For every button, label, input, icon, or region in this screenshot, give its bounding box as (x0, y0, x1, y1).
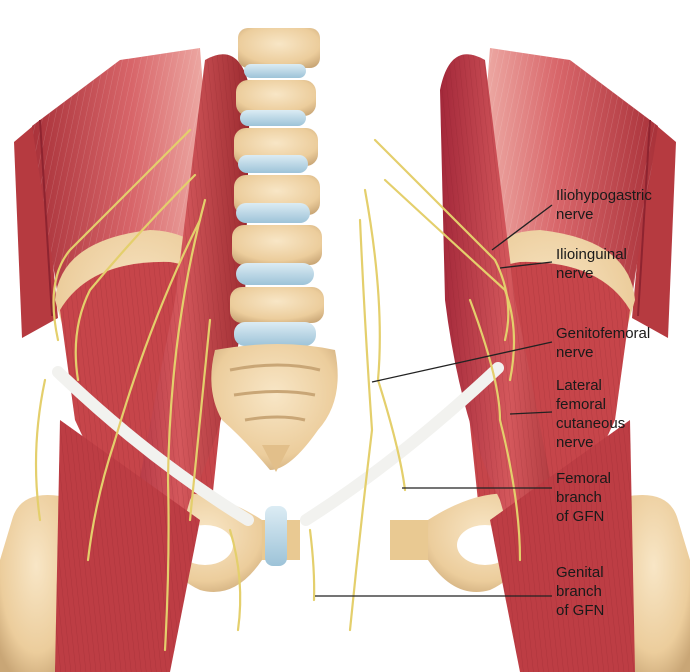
leader-genitofemoral (371, 341, 553, 383)
leader-ilioinguinal (499, 261, 553, 269)
left-femur (0, 495, 73, 672)
lumbar-spine (230, 28, 324, 346)
label-line: femoral (556, 396, 607, 413)
label-line: branch (556, 583, 602, 600)
label-line: of GFN (556, 602, 605, 619)
right-inguinal-ligament (300, 362, 504, 526)
label-line: of GFN (556, 508, 605, 525)
nerves (34, 128, 522, 652)
label-line: Lateral (556, 377, 602, 394)
label-ilioinguinal-nerve: Ilioinguinal nerve (556, 245, 627, 283)
label-genital-branch-of-gfn: Genital branch of GFN (556, 563, 604, 620)
sacrum (211, 344, 338, 472)
leader-lines (315, 204, 553, 597)
leader-iliohypogastric (491, 204, 553, 251)
pelvic-floor-bones (150, 493, 540, 592)
label-genitofemoral-nerve: Genitofemoral nerve (556, 324, 650, 362)
label-line: Ilioinguinal (556, 246, 627, 263)
label-line: nerve (556, 434, 594, 451)
label-line: Iliohypogastric (556, 187, 652, 204)
left-inguinal-ligament (52, 366, 254, 526)
label-line: nerve (556, 344, 594, 361)
label-line: nerve (556, 265, 594, 282)
label-line: nerve (556, 206, 594, 223)
label-line: Femoral (556, 470, 612, 487)
label-line: cutaneous (556, 415, 626, 432)
label-lateral-femoral-cutaneous-nerve: Lateral femoral cutaneous nerve (556, 376, 625, 452)
label-femoral-branch-of-gfn: Femoral branch of GFN (556, 469, 611, 526)
leader-lateral-femoral-cutaneous (509, 411, 553, 415)
right-femur (617, 495, 690, 672)
label-line: Genitofemoral (556, 325, 651, 342)
label-line: Genital (556, 564, 604, 581)
pubic-symphysis (265, 506, 287, 566)
label-iliohypogastric-nerve: Iliohypogastric nerve (556, 186, 652, 224)
label-line: branch (556, 489, 602, 506)
